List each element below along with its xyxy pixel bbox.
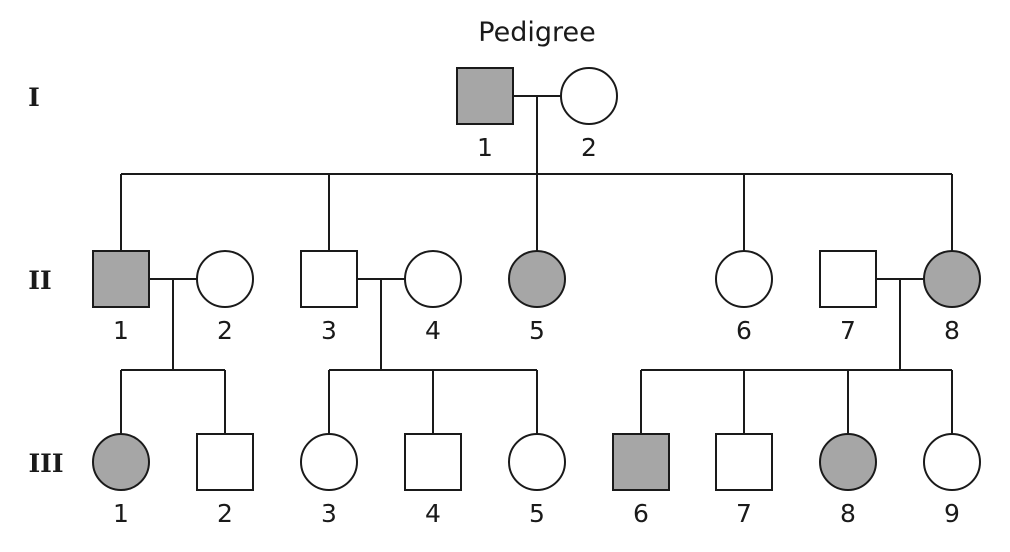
unaffected-female-circle-ii-2 (196, 250, 254, 308)
individual-number-iii-2: 2 (217, 499, 233, 528)
individual-number-ii-8: 8 (944, 316, 960, 345)
unaffected-male-square-iii-7 (715, 433, 773, 491)
unaffected-male-square-iii-2 (196, 433, 254, 491)
pedigree-title: Pedigree (478, 17, 595, 48)
generation-label-ii: II (28, 266, 51, 295)
individual-number-i-2: 2 (581, 133, 597, 162)
individual-number-iii-7: 7 (736, 499, 752, 528)
affected-female-circle-ii-5 (508, 250, 566, 308)
individual-number-i-1: 1 (477, 133, 493, 162)
individuals: 1 2 1 2 3 4 5 6 7 8 1 2 3 4 5 6 7 8 9 (92, 67, 981, 528)
unaffected-female-circle-iii-9 (923, 433, 981, 491)
individual-number-ii-2: 2 (217, 316, 233, 345)
generation-label-iii: III (28, 449, 63, 478)
individual-number-iii-4: 4 (425, 499, 441, 528)
individual-number-ii-5: 5 (529, 316, 545, 345)
relationship-lines (120, 95, 953, 434)
generation-label-i: I (28, 83, 40, 112)
unaffected-female-circle-iii-5 (508, 433, 566, 491)
affected-female-circle-iii-1 (92, 433, 150, 491)
unaffected-male-square-iii-4 (404, 433, 462, 491)
unaffected-male-square-ii-3 (300, 250, 358, 308)
individual-number-ii-7: 7 (840, 316, 856, 345)
individual-number-iii-5: 5 (529, 499, 545, 528)
unaffected-female-circle-ii-6 (715, 250, 773, 308)
affected-female-circle-ii-8 (923, 250, 981, 308)
unaffected-female-circle-ii-4 (404, 250, 462, 308)
individual-number-ii-1: 1 (113, 316, 129, 345)
individual-number-ii-6: 6 (736, 316, 752, 345)
individual-number-ii-3: 3 (321, 316, 337, 345)
individual-number-iii-1: 1 (113, 499, 129, 528)
affected-male-square-iii-6 (612, 433, 670, 491)
individual-number-iii-6: 6 (633, 499, 649, 528)
unaffected-female-circle-i-2 (560, 67, 618, 125)
individual-number-iii-3: 3 (321, 499, 337, 528)
affected-male-square-i-1 (456, 67, 514, 125)
individual-number-iii-9: 9 (944, 499, 960, 528)
affected-male-square-ii-1 (92, 250, 150, 308)
individual-number-iii-8: 8 (840, 499, 856, 528)
affected-female-circle-iii-8 (819, 433, 877, 491)
unaffected-female-circle-iii-3 (300, 433, 358, 491)
individual-number-ii-4: 4 (425, 316, 441, 345)
unaffected-male-square-ii-7 (819, 250, 877, 308)
